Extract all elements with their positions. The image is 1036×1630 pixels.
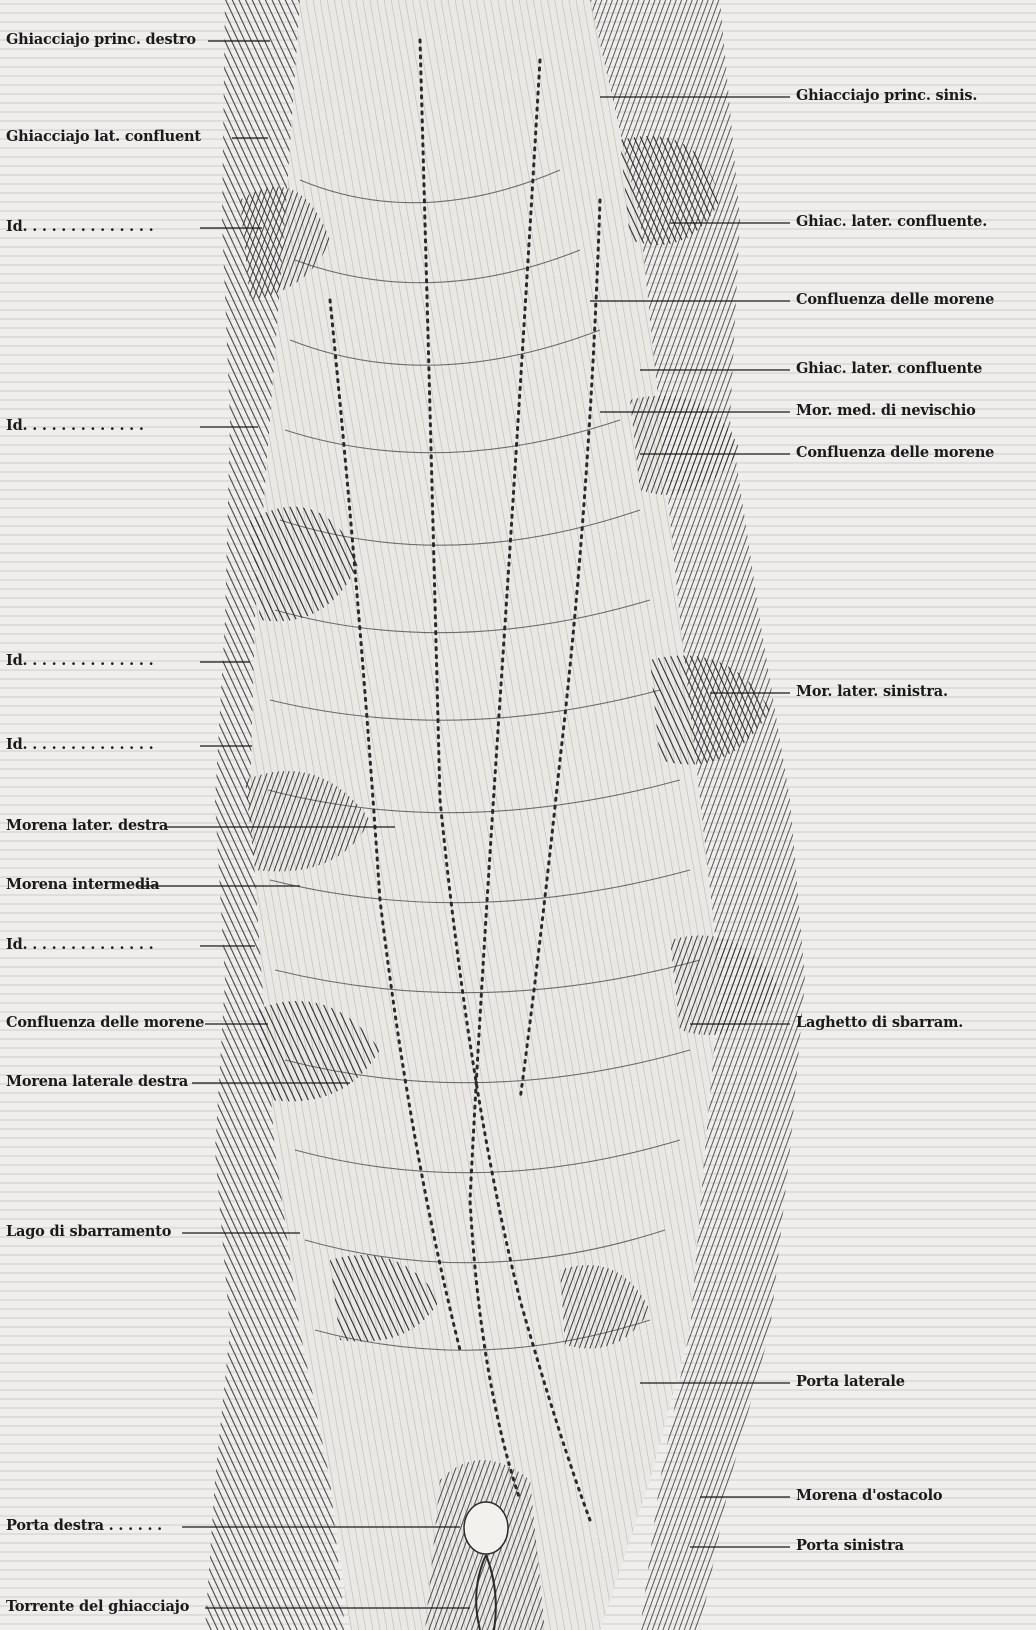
label-ghiac-later-confluente-2: Ghiac. later. confluente [796,362,982,377]
label-id-5: Id. . . . . . . . . . . . . . [6,938,153,953]
label-torrente-del-ghiacciajo: Torrente del ghiacciajo [6,1600,189,1615]
label-ghiac-later-confluente-1: Ghiac. later. confluente. [796,215,987,230]
label-id-3: Id. . . . . . . . . . . . . . [6,654,153,669]
label-morena-later-destra: Morena later. destra [6,819,168,834]
label-id-2: Id. . . . . . . . . . . . . [6,419,144,434]
label-porta-laterale: Porta laterale [796,1375,905,1390]
label-ghiacciajo-lat-confluent: Ghiacciajo lat. confluent [6,130,201,145]
label-confluenza-delle-morene-right-1: Confluenza delle morene [796,293,994,308]
label-ghiacciajo-princ-sinis: Ghiacciajo princ. sinis. [796,89,977,104]
label-morena-dostacolo: Morena d'ostacolo [796,1489,942,1504]
label-id-4: Id. . . . . . . . . . . . . . [6,738,153,753]
label-ghiacciajo-princ-destro: Ghiacciajo princ. destro [6,33,196,48]
label-mor-med-di-nevischio: Mor. med. di nevischio [796,404,976,419]
label-porta-sinistra: Porta sinistra [796,1539,904,1554]
label-id-1: Id. . . . . . . . . . . . . . [6,220,153,235]
label-mor-later-sinistra: Mor. later. sinistra. [796,685,948,700]
label-porta-destra: Porta destra . . . . . . [6,1519,162,1534]
label-morena-laterale-destra: Morena laterale destra [6,1075,188,1090]
glacier-gate [425,1460,545,1630]
label-morena-intermedia: Morena intermedia [6,878,159,893]
label-lago-di-sbarramento: Lago di sbarramento [6,1225,171,1240]
label-confluenza-delle-morene-left: Confluenza delle morene [6,1016,204,1031]
label-confluenza-delle-morene-right-2: Confluenza delle morene [796,446,994,461]
label-laghetto-di-sbarram: Laghetto di sbarram. [796,1016,963,1031]
